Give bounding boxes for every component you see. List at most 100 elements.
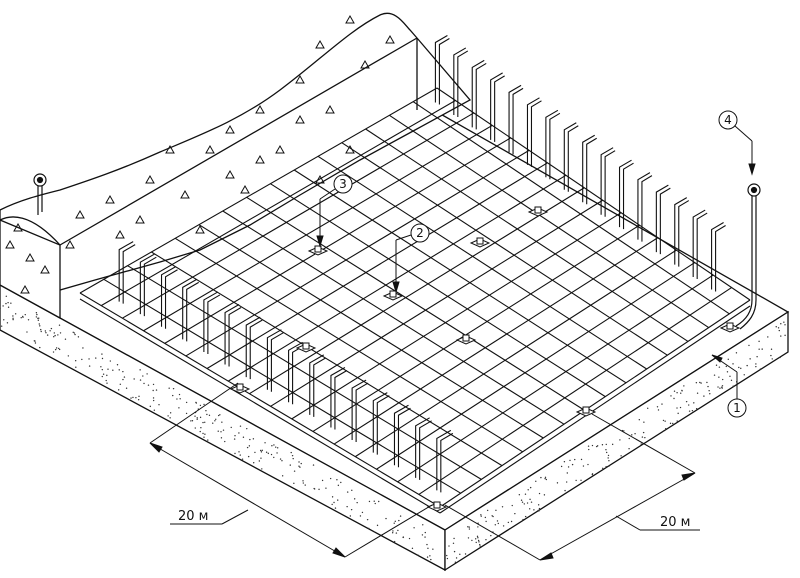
speckle	[685, 400, 688, 403]
dim-left-line	[149, 442, 346, 558]
speckle	[254, 451, 256, 454]
mesh-rod	[317, 155, 647, 370]
aggregate-mark	[195, 224, 205, 234]
speckle	[122, 370, 124, 373]
speckle	[0, 306, 1, 309]
speckle	[628, 447, 630, 450]
speckle	[101, 368, 104, 371]
soil-aggregate-marks	[5, 14, 395, 294]
mesh-rod	[151, 251, 503, 467]
soil-front-face	[0, 219, 61, 320]
speckle	[368, 527, 370, 530]
speckle	[24, 313, 26, 316]
speckle	[264, 442, 266, 444]
speckle	[477, 526, 479, 528]
speckle	[205, 409, 207, 412]
speckle	[298, 465, 300, 467]
speckle	[595, 445, 598, 448]
speckle	[474, 538, 477, 540]
speckle	[722, 378, 724, 381]
speckle	[123, 376, 126, 378]
mesh-rod	[412, 101, 730, 315]
speckle	[139, 369, 141, 371]
vertical-rod	[622, 162, 634, 230]
speckle	[605, 465, 607, 468]
vertical-rod	[228, 307, 242, 367]
speckle	[26, 331, 28, 333]
speckle	[471, 539, 473, 542]
speckle	[477, 539, 480, 542]
grounding-lead-rod	[735, 196, 753, 327]
mesh-rod	[143, 124, 493, 332]
speckle	[537, 504, 540, 506]
aggregate-mark	[40, 264, 50, 274]
speckle	[260, 457, 262, 459]
speckle	[707, 385, 709, 388]
speckle	[38, 317, 40, 319]
speckle	[727, 358, 729, 360]
speckle	[484, 516, 487, 519]
speckle	[88, 358, 90, 360]
aggregate-mark	[25, 252, 35, 262]
speckle	[476, 535, 479, 538]
vertical-rod	[355, 382, 369, 443]
speckle	[378, 500, 380, 503]
aggregate-mark	[13, 222, 23, 232]
speckle	[696, 392, 699, 394]
speckle	[214, 420, 216, 422]
speckle	[194, 415, 196, 417]
speckle	[446, 554, 448, 557]
aggregate-mark	[225, 124, 235, 134]
speckle	[468, 526, 470, 528]
speckle	[494, 524, 497, 526]
speckle	[535, 480, 537, 482]
speckle	[199, 404, 202, 407]
speckle	[6, 322, 9, 324]
speckle	[582, 465, 585, 467]
speckle	[178, 407, 180, 409]
speckle	[276, 452, 278, 454]
speckle	[526, 502, 529, 504]
speckle	[155, 389, 158, 391]
speckle	[279, 458, 282, 460]
speckle	[587, 463, 589, 466]
speckle	[195, 402, 198, 404]
speckle	[638, 419, 641, 421]
grounding-mesh	[79, 87, 751, 514]
speckle	[249, 438, 251, 441]
speckle	[276, 447, 279, 449]
speckle	[681, 389, 683, 392]
speckle	[718, 366, 721, 368]
aggregate-mark	[275, 144, 285, 154]
vertical-rod	[475, 62, 487, 130]
speckle	[495, 509, 497, 512]
speckle	[100, 366, 102, 368]
speckle	[713, 374, 716, 376]
speckle	[147, 384, 150, 386]
speckle	[770, 354, 772, 357]
speckle	[524, 493, 527, 495]
speckle	[152, 383, 155, 386]
mesh-rod	[270, 199, 603, 407]
speckle	[533, 509, 535, 511]
speckle	[521, 501, 524, 503]
speckle	[73, 332, 76, 334]
speckle	[480, 515, 482, 517]
soil-top-surface	[0, 12, 472, 291]
speckle	[206, 413, 208, 416]
speckle	[203, 403, 205, 406]
speckle	[749, 358, 751, 360]
speckle	[700, 382, 702, 384]
speckle	[399, 515, 402, 517]
speckle	[588, 448, 590, 451]
speckle	[642, 431, 645, 434]
mesh-rod	[270, 183, 606, 398]
vertical-rod	[674, 197, 688, 265]
speckle	[680, 392, 682, 394]
vertical-rod	[372, 392, 388, 453]
speckle	[39, 346, 41, 349]
speckle	[208, 414, 211, 417]
speckle	[58, 324, 61, 326]
vertical-rod	[471, 59, 485, 128]
